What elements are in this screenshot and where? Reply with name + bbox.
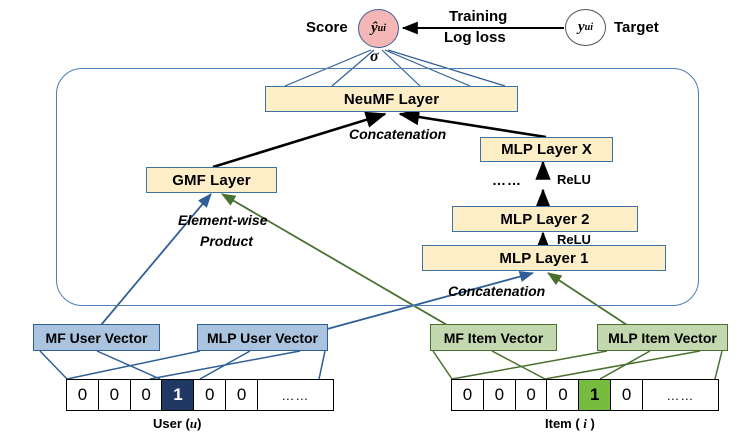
- onehot-cell: ……: [256, 379, 334, 411]
- onehot-cell: 0: [546, 379, 580, 411]
- sigma-label: σ: [370, 48, 379, 65]
- onehot-cell: 0: [66, 379, 99, 411]
- onehot-cell: 0: [514, 379, 548, 411]
- mf-user-vector-box[interactable]: MF User Vector: [33, 324, 160, 351]
- mlp-ellipsis-label: ……: [492, 172, 522, 188]
- target-label: Target: [614, 19, 659, 36]
- onehot-cell: 0: [193, 379, 227, 411]
- item-input-caption: Item ( i ): [545, 416, 595, 432]
- relu-upper-label: ReLU: [557, 172, 591, 187]
- model-container-outline: [56, 68, 699, 306]
- user-caption-var: u: [189, 416, 198, 431]
- log-loss-label: Log loss: [444, 29, 506, 46]
- item-caption-text: Item (: [545, 416, 584, 431]
- concatenation-bottom-label: Concatenation: [448, 283, 546, 299]
- onehot-cell: 1: [578, 379, 612, 411]
- gmf-layer-box[interactable]: GMF Layer: [146, 167, 277, 193]
- mlp-layer-x-box[interactable]: MLP Layer X: [480, 137, 613, 162]
- target-node-symbol: y: [577, 19, 585, 35]
- user-input-caption: User (u): [153, 416, 201, 432]
- onehot-cell: 0: [482, 379, 516, 411]
- onehot-cell: 1: [161, 379, 195, 411]
- relu-lower-label: ReLU: [557, 232, 591, 247]
- onehot-cell: 0: [451, 379, 484, 411]
- user-caption-text: User (: [153, 416, 190, 431]
- mf-item-vector-box[interactable]: MF Item Vector: [430, 324, 557, 351]
- element-wise-product-label-line2: Product: [200, 233, 253, 249]
- onehot-cell: 0: [129, 379, 163, 411]
- training-label: Training: [449, 8, 508, 25]
- user-caption-tail: ): [197, 416, 202, 431]
- neumf-layer-box[interactable]: NeuMF Layer: [265, 86, 518, 112]
- onehot-cell: 0: [225, 379, 259, 411]
- onehot-cell: ……: [641, 379, 719, 411]
- element-wise-product-label-line1: Element-wise: [178, 212, 268, 228]
- concatenation-top-label: Concatenation: [349, 126, 447, 142]
- score-label: Score: [306, 19, 348, 36]
- mlp-item-vector-box[interactable]: MLP Item Vector: [597, 324, 728, 351]
- mlp-layer-2-box[interactable]: MLP Layer 2: [452, 206, 638, 232]
- score-node-symbol: ŷ: [370, 20, 378, 36]
- onehot-cell: 0: [610, 379, 644, 411]
- item-caption-var: i: [583, 416, 587, 431]
- onehot-cell: 0: [97, 379, 131, 411]
- mlp-user-vector-box[interactable]: MLP User Vector: [197, 324, 328, 351]
- score-node-subscript: ui: [377, 23, 386, 34]
- target-node-subscript: ui: [584, 22, 593, 33]
- item-caption-tail: ): [586, 416, 595, 431]
- mlp-layer-1-box[interactable]: MLP Layer 1: [422, 245, 666, 271]
